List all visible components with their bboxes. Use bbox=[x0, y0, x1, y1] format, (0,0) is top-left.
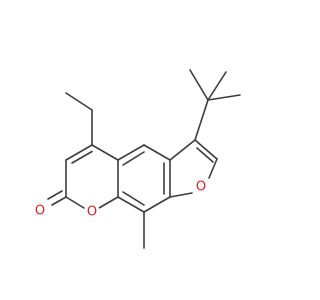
atom-o-pyran: O bbox=[84, 204, 100, 220]
bond-c9-c8a bbox=[117, 196, 145, 213]
atom-o-carbonyl: O bbox=[32, 203, 48, 219]
bond-c4a-c4b-inner bbox=[122, 151, 145, 166]
bond-c3a-c3 bbox=[169, 139, 196, 161]
bond-c9-c8a-inner bbox=[122, 191, 145, 206]
molecule-structure: O O O bbox=[32, 69, 241, 249]
bond-c9a-c9 bbox=[143, 196, 171, 213]
atom-labels: O O O bbox=[32, 179, 209, 220]
atom-label-o-carbonyl: O bbox=[35, 204, 45, 219]
bond-tbutyl-me2 bbox=[207, 94, 241, 101]
bond-ethyl-ch2-ch3 bbox=[65, 92, 93, 111]
bond-c5-c4a bbox=[91, 144, 119, 161]
bond-tbutyl-me3 bbox=[207, 71, 227, 101]
bond-c6-c5 bbox=[65, 144, 93, 161]
bond-c7-ocarbonyl bbox=[51, 196, 67, 206]
bond-c6-c5-double bbox=[71, 150, 93, 164]
bond-c8a-opyran bbox=[98, 196, 119, 209]
bond-lines bbox=[47, 69, 241, 249]
bond-c3-c2-double bbox=[196, 147, 214, 163]
bond-c3-tbutyl bbox=[194, 99, 209, 141]
bond-c7-ocarbonyl-double bbox=[47, 190, 63, 200]
atom-label-o-pyran: O bbox=[87, 205, 97, 220]
atom-label-o-furan: O bbox=[196, 180, 206, 195]
atom-o-furan: O bbox=[193, 179, 209, 195]
bond-ofuran-c9a bbox=[169, 192, 193, 198]
bond-tbutyl-me1 bbox=[189, 69, 209, 101]
bond-c3-c2 bbox=[194, 139, 218, 160]
bond-c2-ofuran bbox=[208, 158, 218, 179]
bond-c4a-c4b bbox=[117, 144, 145, 161]
bond-c4b-c3a bbox=[143, 144, 171, 161]
bond-opyran-c7 bbox=[65, 196, 85, 209]
